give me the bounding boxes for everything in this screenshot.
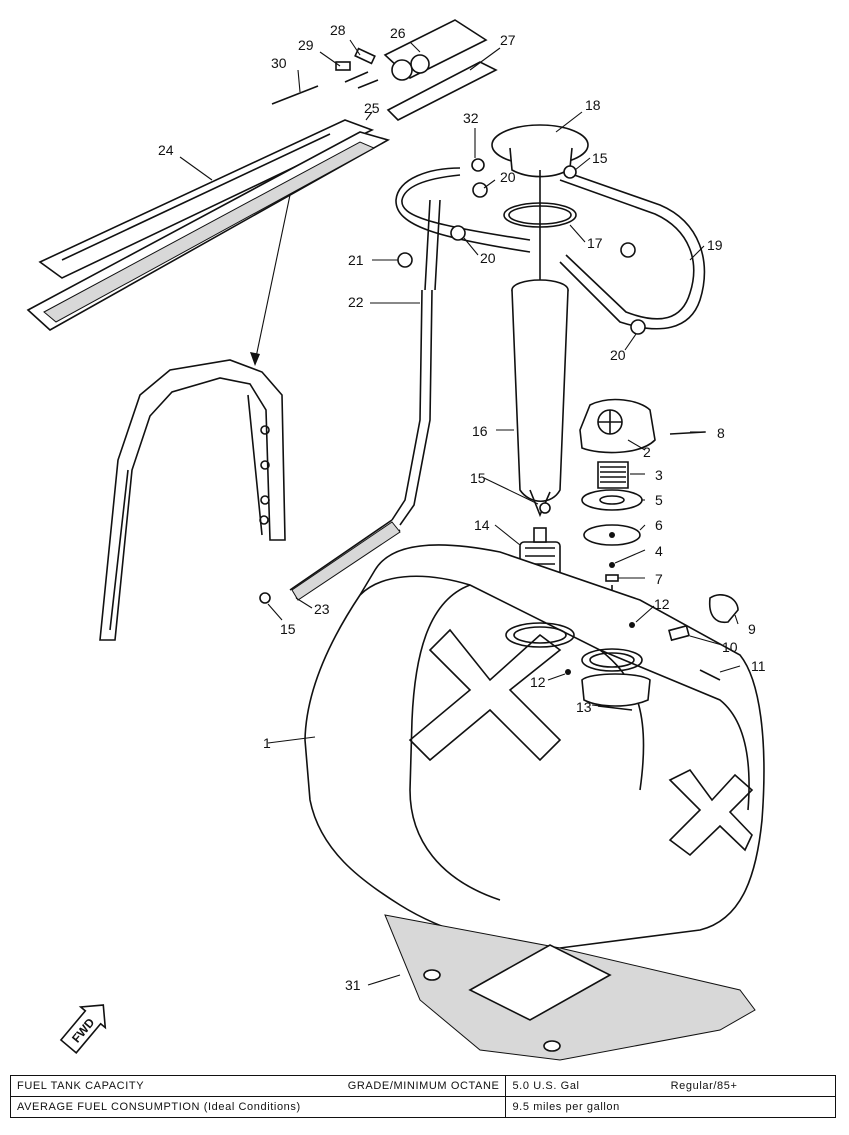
label-15a: 15 xyxy=(592,150,608,166)
label-8: 8 xyxy=(717,425,725,441)
label-23: 23 xyxy=(314,601,330,617)
label-15b: 15 xyxy=(470,470,486,486)
label-2: 2 xyxy=(643,444,651,460)
label-29: 29 xyxy=(298,37,314,53)
label-24: 24 xyxy=(158,142,174,158)
label-27: 27 xyxy=(500,32,516,48)
fuel-spec-table: FUEL TANK CAPACITY GRADE/MINIMUM OCTANE … xyxy=(9,1075,836,1118)
label-3: 3 xyxy=(655,467,663,483)
forward-arrow: FWD xyxy=(59,1004,107,1054)
label-9: 9 xyxy=(748,621,756,637)
label-28: 28 xyxy=(330,22,346,38)
label-16: 16 xyxy=(472,423,488,439)
leader-lines xyxy=(179,39,741,986)
vent-hose xyxy=(395,167,706,330)
label-14: 14 xyxy=(474,517,490,533)
fuel-tank xyxy=(304,544,765,949)
tank-bracket xyxy=(99,359,286,641)
label-26: 26 xyxy=(390,25,406,41)
label-5: 5 xyxy=(655,492,663,508)
grade-label: GRADE/MINIMUM OCTANE xyxy=(347,1080,500,1092)
label-18: 18 xyxy=(585,97,601,113)
label-12a: 12 xyxy=(654,596,670,612)
label-20a: 20 xyxy=(500,169,516,185)
label-17: 17 xyxy=(587,235,603,251)
fuel-tank-exploded-diagram: 1 2 3 4 5 6 7 8 9 10 11 12 12 13 14 15 1… xyxy=(26,19,766,1061)
label-7: 7 xyxy=(655,571,663,587)
label-21: 21 xyxy=(348,252,364,268)
filler-tube xyxy=(511,279,569,518)
label-4: 4 xyxy=(655,543,663,559)
label-20b: 20 xyxy=(480,250,496,266)
label-22: 22 xyxy=(348,294,364,310)
label-11: 11 xyxy=(751,658,766,674)
strap-assembly xyxy=(26,19,498,331)
consumption-value: 9.5 miles per gallon xyxy=(505,1096,836,1118)
label-20c: 20 xyxy=(610,347,626,363)
label-31: 31 xyxy=(345,977,361,993)
fuel-hose xyxy=(289,199,441,601)
fuel-cock-parts xyxy=(579,398,706,650)
label-25: 25 xyxy=(364,100,380,116)
consumption-label: AVERAGE FUEL CONSUMPTION (Ideal Conditio… xyxy=(9,1096,507,1118)
part-labels: 1 2 3 4 5 6 7 8 9 10 11 12 12 13 14 15 1… xyxy=(158,22,766,993)
label-1: 1 xyxy=(263,735,271,751)
spec-row-consumption: AVERAGE FUEL CONSUMPTION (Ideal Conditio… xyxy=(9,1096,836,1118)
filler-cap xyxy=(491,124,589,285)
grade-value: Regular/85+ xyxy=(670,1080,738,1092)
label-10: 10 xyxy=(722,639,738,655)
label-30: 30 xyxy=(271,55,287,71)
label-13: 13 xyxy=(576,699,592,715)
label-12b: 12 xyxy=(530,674,546,690)
label-15c: 15 xyxy=(280,621,296,637)
label-19: 19 xyxy=(707,237,723,253)
capacity-value: 5.0 U.S. Gal xyxy=(512,1080,580,1092)
label-6: 6 xyxy=(655,517,663,533)
hose-clips xyxy=(259,158,646,711)
tank-mat xyxy=(384,914,756,1061)
capacity-label: FUEL TANK CAPACITY xyxy=(17,1080,145,1092)
spec-row-capacity: FUEL TANK CAPACITY GRADE/MINIMUM OCTANE … xyxy=(9,1075,836,1097)
label-32: 32 xyxy=(463,110,479,126)
